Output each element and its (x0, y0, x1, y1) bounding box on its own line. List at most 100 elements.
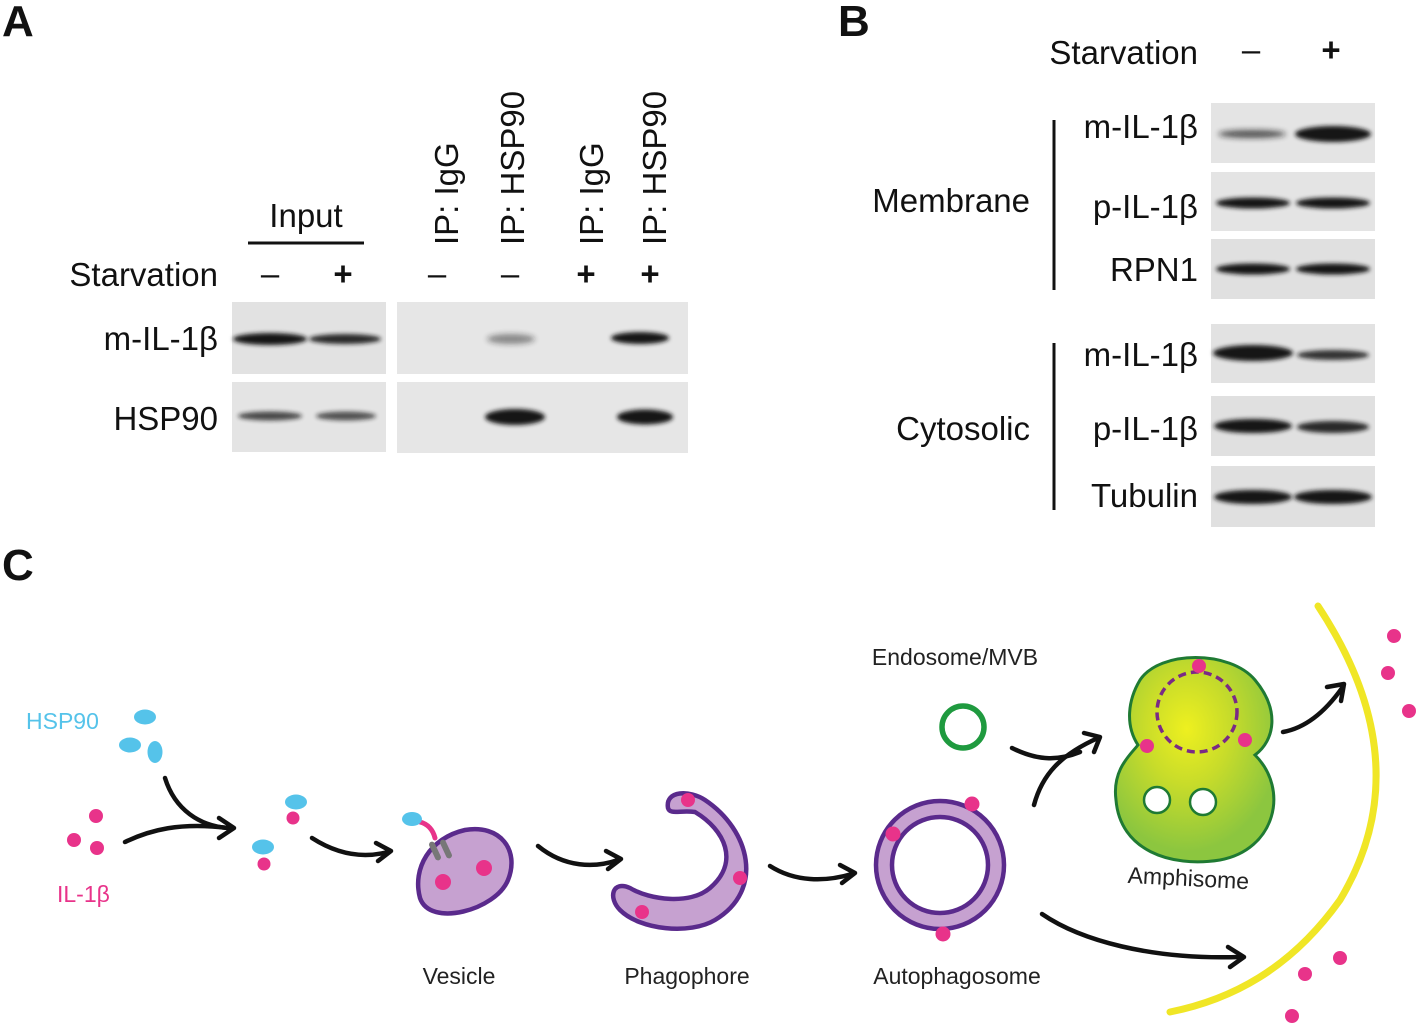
band (1216, 197, 1290, 209)
band (1296, 197, 1370, 209)
band (617, 409, 673, 425)
band (316, 411, 376, 421)
amphisome (1113, 656, 1276, 864)
ip-lane-3-label: IP: IgG (573, 142, 610, 245)
merge-arrow-il1b (122, 823, 231, 845)
panel-c: C HSP90 IL-1β Vesicle (2, 541, 1416, 1023)
arrow-autophagosome-merge (1031, 735, 1101, 808)
ip-lane-3-sign: + (576, 255, 595, 292)
band (233, 333, 307, 345)
input-label: Input (269, 197, 342, 234)
arrow-head (1324, 681, 1347, 704)
row-label-m-il1b-a: m-IL-1β (104, 320, 218, 357)
band (1216, 263, 1290, 275)
band (238, 411, 302, 421)
row-label-membrane-1: m-IL-1β (1084, 108, 1198, 145)
secreted-il1b (1285, 1009, 1299, 1023)
il1b-molecule (935, 926, 951, 942)
panel-c-letter: C (2, 541, 34, 590)
hsp90-label: HSP90 (26, 708, 99, 734)
row-label-cytosolic-1: m-IL-1β (1084, 336, 1198, 373)
band (1296, 263, 1370, 275)
row-label-cytosolic-3: Tubulin (1091, 477, 1198, 514)
row-label-cytosolic-2: p-IL-1β (1093, 410, 1198, 447)
hsp90-molecule (402, 812, 422, 826)
starvation-label-b: Starvation (1049, 34, 1198, 71)
b-sign-1: – (1242, 31, 1261, 68)
group-label-cytosolic: Cytosolic (896, 410, 1030, 447)
panel-a-letter: A (2, 0, 34, 46)
ip-lane-2-sign: – (501, 255, 520, 292)
ip-lane-1-sign: – (428, 255, 447, 292)
il1b-molecule (90, 841, 104, 855)
il1b-label: IL-1β (57, 881, 110, 907)
il1b-molecule (964, 796, 980, 812)
hsp90-molecule (147, 741, 163, 763)
il1b-molecule (257, 857, 271, 871)
row-label-membrane-3: RPN1 (1110, 251, 1198, 288)
arrow-endosome-merge (1009, 745, 1083, 761)
il1b-molecule (286, 811, 300, 825)
panel-b: B Starvation – + Membrane m-IL-1β p-IL-1… (838, 0, 1375, 527)
arrow-amphisome-secretion (1280, 685, 1345, 735)
il1b-molecule (435, 874, 451, 890)
phagophore (610, 791, 749, 931)
il1b-molecule (89, 809, 103, 823)
il1b-molecule (681, 793, 695, 807)
band (309, 334, 381, 344)
group-label-membrane: Membrane (872, 182, 1030, 219)
vesicle (402, 812, 514, 916)
ip-lane-2-label: IP: HSP90 (494, 91, 531, 245)
secreted-il1b (1333, 951, 1347, 965)
hsp90-molecule (252, 839, 274, 855)
il1b-molecule (1238, 733, 1252, 747)
phagophore-label: Phagophore (624, 963, 749, 989)
endosome (939, 703, 987, 751)
il1b-molecule (635, 905, 649, 919)
merge-arrow-head (216, 815, 237, 841)
ip-lane-4-label: IP: HSP90 (636, 91, 673, 245)
band (1214, 419, 1292, 433)
autophagosome-label: Autophagosome (873, 963, 1041, 989)
secreted-il1b (1402, 704, 1416, 718)
band (487, 334, 535, 344)
il1b-molecule (885, 826, 901, 842)
band (1214, 490, 1292, 504)
autophagosome (873, 796, 1007, 942)
band (485, 409, 545, 425)
arrow-autophagosome-secretion (1039, 911, 1243, 960)
hsp90-molecule (134, 709, 156, 725)
band (1295, 126, 1371, 142)
il1b-molecule (733, 871, 747, 885)
vesicle-label: Vesicle (423, 963, 496, 989)
arrow-head (1225, 944, 1247, 970)
panel-b-letter: B (838, 0, 870, 46)
secreted-il1b (1381, 666, 1395, 680)
arrow-to-autophagosome (767, 863, 855, 882)
input-sign-1: – (261, 255, 280, 292)
arrow-to-phagophore (535, 843, 621, 868)
band (1294, 490, 1372, 504)
hsp90-molecule (285, 794, 307, 810)
band (611, 332, 669, 344)
b-sign-2: + (1321, 31, 1340, 68)
amphisome-label: Amphisome (1127, 862, 1250, 894)
plasma-membrane (1166, 602, 1380, 1016)
row-label-membrane-2: p-IL-1β (1093, 188, 1198, 225)
row-label-hsp90-a: HSP90 (113, 400, 218, 437)
hsp90-molecule (119, 737, 141, 753)
secreted-il1b (1298, 967, 1312, 981)
ip-lane-4-sign: + (640, 255, 659, 292)
arrow-head (1081, 730, 1103, 755)
merge-arrow-hsp90 (162, 775, 231, 831)
band (1297, 421, 1369, 433)
panel-a: A Input Starvation – + IP: IgG IP: HSP90… (2, 0, 688, 453)
band (1213, 345, 1293, 361)
arrow-head (373, 840, 394, 864)
input-sign-2: + (333, 255, 352, 292)
band (1297, 350, 1369, 360)
il1b-molecule (67, 833, 81, 847)
arrow-head (603, 848, 624, 872)
ip-lane-1-label: IP: IgG (428, 142, 465, 245)
